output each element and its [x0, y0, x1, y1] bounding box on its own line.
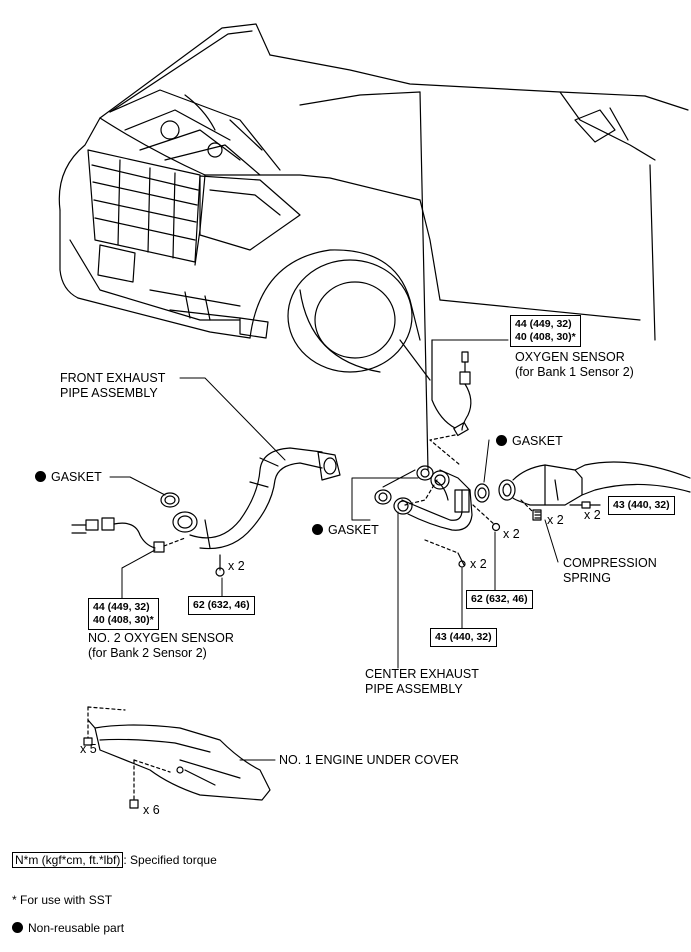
- rear-gasket-icon: [474, 483, 490, 503]
- oxygen-sensor-bank2-icon: [71, 517, 186, 553]
- oxygen-sensor-bank1-icon: [431, 339, 472, 437]
- non-reusable-dot-icon: [12, 922, 23, 933]
- legend-nonreusable-text: Non-reusable part: [28, 921, 125, 935]
- qty-center-bolt: x 2: [470, 557, 487, 571]
- torque-center-bolt: 43 (440, 32): [430, 628, 497, 647]
- oxygen-sensor-1-label: OXYGEN SENSOR (for Bank 1 Sensor 2): [515, 350, 634, 380]
- leader-lines: [109, 339, 559, 761]
- torque-right-bolt-value: 43 (440, 32): [613, 499, 670, 511]
- gasket-left-label: GASKET: [35, 470, 102, 485]
- gasket-right-text: GASKET: [512, 434, 563, 448]
- front-exhaust-label-line2: PIPE ASSEMBLY: [60, 386, 158, 400]
- legend-torque-text: : Specified torque: [123, 853, 217, 867]
- compression-spring-line1: COMPRESSION: [563, 556, 657, 570]
- engine-under-cover-icon: [83, 706, 271, 809]
- torque-front-nut-value: 62 (632, 46): [193, 599, 250, 611]
- qty-center-nut: x 2: [503, 527, 520, 541]
- center-exhaust-line1: CENTER EXHAUST: [365, 667, 479, 681]
- torque-center-nut-value: 62 (632, 46): [471, 593, 528, 605]
- torque-sensor2: 44 (449, 32) 40 (408, 30)*: [88, 598, 159, 630]
- front-gasket-icon: [160, 492, 180, 508]
- torque-center-bolt-value: 43 (440, 32): [435, 631, 492, 643]
- non-reusable-dot-icon: [35, 471, 46, 482]
- gasket-left-text: GASKET: [51, 470, 102, 484]
- legend-nonreusable: Non-reusable part: [12, 921, 124, 936]
- non-reusable-dot-icon: [496, 435, 507, 446]
- non-reusable-dot-icon: [312, 524, 323, 535]
- qty-spring: x 2: [547, 513, 564, 527]
- torque-center-nut: 62 (632, 46): [466, 590, 533, 609]
- front-exhaust-pipe-icon: [172, 447, 341, 577]
- torque-right-bolt: 43 (440, 32): [608, 496, 675, 515]
- qty-right-bolt: x 2: [584, 508, 601, 522]
- under-cover-label: NO. 1 ENGINE UNDER COVER: [279, 753, 459, 768]
- torque-sensor2-line2: 40 (408, 30)*: [93, 614, 154, 626]
- oxygen-sensor-2-line2: (for Bank 2 Sensor 2): [88, 646, 207, 660]
- oxygen-sensor-2-line1: NO. 2 OXYGEN SENSOR: [88, 631, 234, 645]
- torque-sensor2-line1: 44 (449, 32): [93, 601, 150, 613]
- under-cover-text: NO. 1 ENGINE UNDER COVER: [279, 753, 459, 767]
- torque-sensor1: 44 (449, 32) 40 (408, 30)*: [510, 315, 581, 347]
- legend-torque: N*m (kgf*cm, ft.*lbf): Specified torque: [12, 852, 217, 868]
- gasket-right-label: GASKET: [496, 434, 563, 449]
- compression-spring-label: COMPRESSION SPRING: [563, 556, 657, 586]
- vehicle-illustration: [58, 23, 689, 471]
- gasket-center-text: GASKET: [328, 523, 379, 537]
- oxygen-sensor-1-line2: (for Bank 1 Sensor 2): [515, 365, 634, 379]
- qty-cover-bottom: x 6: [143, 803, 160, 817]
- front-exhaust-label: FRONT EXHAUST PIPE ASSEMBLY: [60, 371, 165, 401]
- center-exhaust-line2: PIPE ASSEMBLY: [365, 682, 463, 696]
- qty-front-nut: x 2: [228, 559, 245, 573]
- catalytic-converter-icon: [498, 461, 691, 521]
- torque-front-nut: 62 (632, 46): [188, 596, 255, 615]
- torque-sensor1-line1: 44 (449, 32): [515, 318, 572, 330]
- oxygen-sensor-1-line1: OXYGEN SENSOR: [515, 350, 625, 364]
- gasket-center-label: GASKET: [312, 523, 379, 538]
- legend-sst: * For use with SST: [12, 893, 113, 907]
- oxygen-sensor-2-label: NO. 2 OXYGEN SENSOR (for Bank 2 Sensor 2…: [88, 631, 234, 661]
- legend-torque-box: N*m (kgf*cm, ft.*lbf): [12, 852, 124, 868]
- torque-sensor1-line2: 40 (408, 30)*: [515, 331, 576, 343]
- front-exhaust-label-line1: FRONT EXHAUST: [60, 371, 166, 385]
- qty-cover-top: x 5: [80, 742, 97, 756]
- compression-spring-line2: SPRING: [563, 571, 611, 585]
- center-exhaust-label: CENTER EXHAUST PIPE ASSEMBLY: [365, 667, 479, 697]
